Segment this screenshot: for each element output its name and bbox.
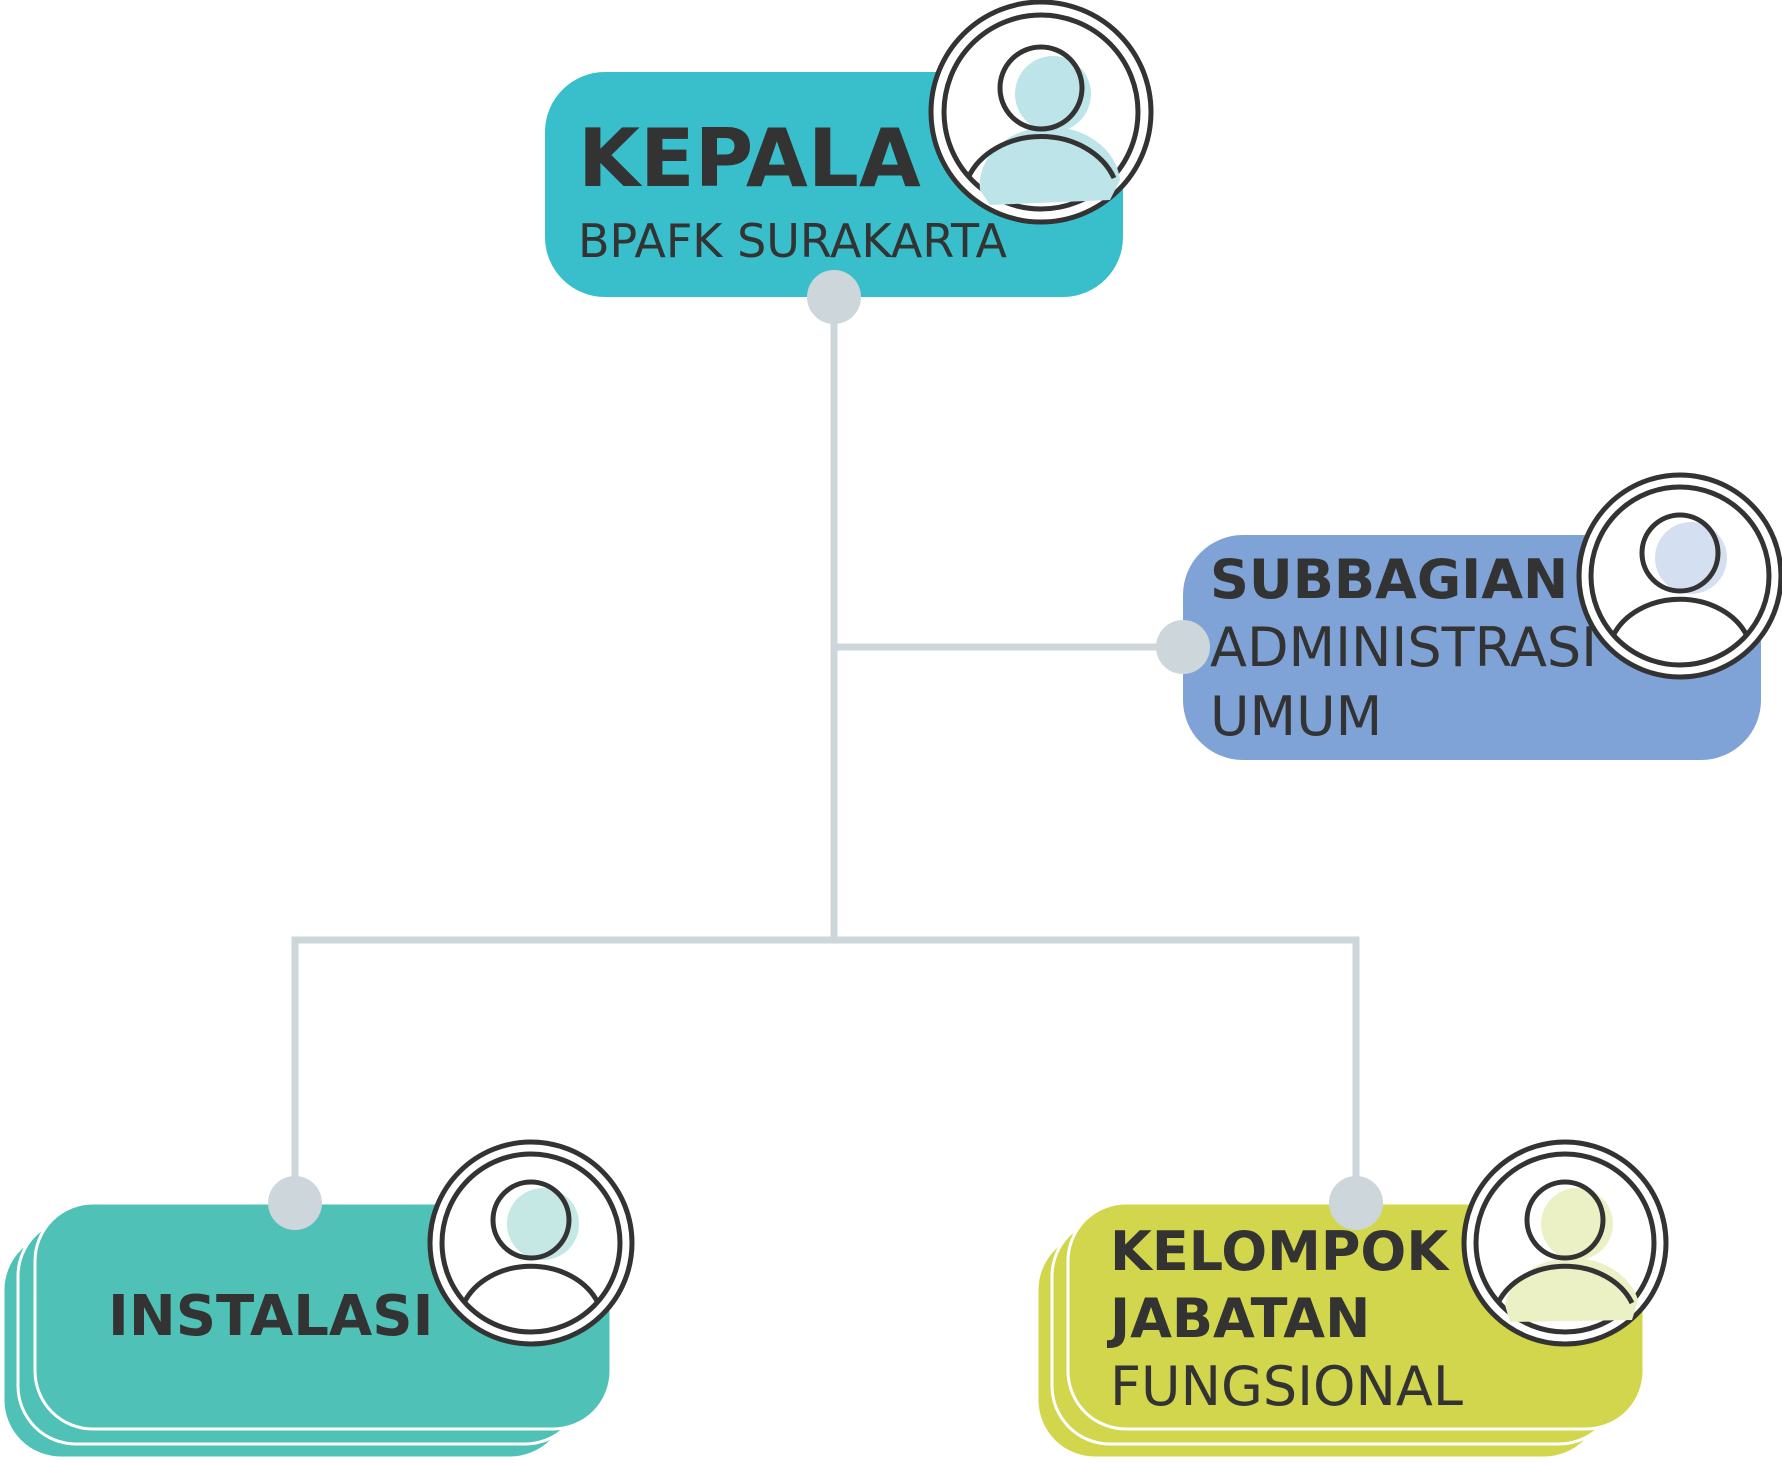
user-avatar-icon: [1576, 472, 1782, 680]
user-avatar-icon: [1461, 1139, 1669, 1347]
subbagian-line1: SUBBAGIAN: [1210, 548, 1568, 611]
instalasi-connector-dot: [268, 1176, 322, 1230]
connector-lines: [291, 300, 1360, 1200]
user-avatar-icon: [928, 0, 1154, 225]
node-kepala: KEPALA BPAFK SURAKARTA: [545, 0, 1154, 324]
kepala-connector-dot: [807, 270, 861, 324]
kelompok-line3: FUNGSIONAL: [1110, 1355, 1463, 1418]
kelompok-line2: JABATAN: [1106, 1287, 1370, 1350]
subbagian-line2: ADMINISTRASI: [1210, 616, 1597, 679]
node-kelompok: KELOMPOK JABATAN FUNGSIONAL: [1035, 1139, 1669, 1460]
kelompok-connector-dot: [1329, 1176, 1383, 1230]
subbagian-connector-dot: [1156, 620, 1210, 674]
kelompok-line1: KELOMPOK: [1110, 1220, 1450, 1283]
node-instalasi: INSTALASI: [1, 1139, 635, 1460]
instalasi-title: INSTALASI: [108, 1284, 433, 1349]
user-avatar-icon: [427, 1139, 635, 1347]
node-subbagian: SUBBAGIAN ADMINISTRASI UMUM: [1156, 472, 1782, 760]
kepala-title: KEPALA: [578, 112, 921, 205]
subbagian-line3: UMUM: [1210, 685, 1382, 748]
kepala-subtitle: BPAFK SURAKARTA: [578, 214, 1007, 268]
